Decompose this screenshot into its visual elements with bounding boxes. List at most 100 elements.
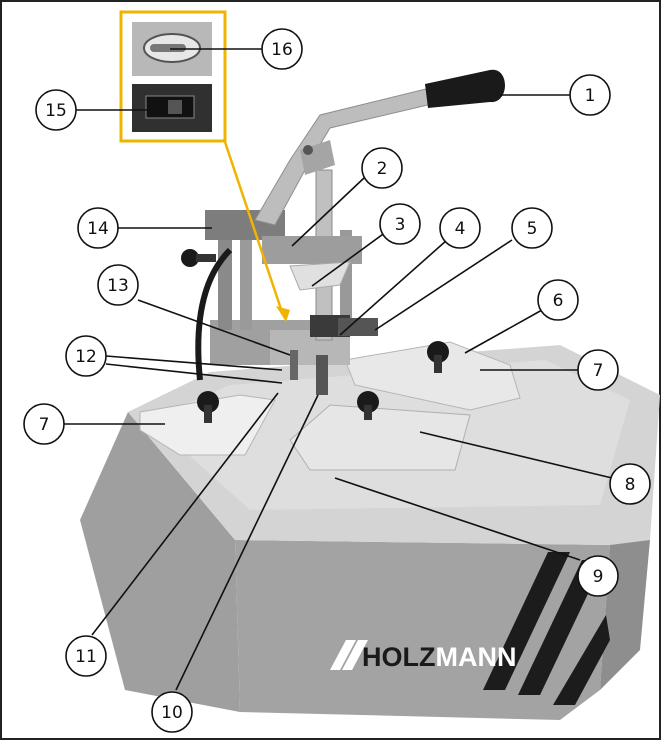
- leader-2: [291, 177, 365, 247]
- callout-label: 16: [271, 40, 293, 60]
- stripe: [553, 615, 610, 705]
- base-right-face: [560, 452, 650, 690]
- knob-shaft: [196, 254, 216, 262]
- leader-lines: [64, 48, 613, 691]
- callout-8: 8: [609, 463, 651, 505]
- callout-label: 4: [455, 219, 466, 239]
- press-head: [181, 169, 378, 395]
- callout-label: 13: [107, 276, 129, 296]
- adjust-knob-icon: [181, 249, 199, 267]
- callout-12: 12: [65, 335, 107, 377]
- callout-15: 15: [35, 89, 77, 131]
- callout-16: 16: [261, 28, 303, 70]
- left-guide: [290, 350, 298, 380]
- callout-label: 5: [527, 219, 538, 239]
- callout-13: 13: [97, 264, 139, 306]
- leader-11: [91, 392, 279, 636]
- right-fence: [344, 341, 521, 411]
- stripe: [483, 552, 570, 690]
- callout-circle: [77, 207, 119, 249]
- callout-10: 10: [151, 691, 193, 733]
- leader-3: [311, 231, 387, 287]
- brand-name: HOLZMANN: [362, 642, 517, 672]
- callout-circle: [537, 279, 579, 321]
- callout-circle: [23, 403, 65, 445]
- callout-3: 3: [379, 203, 421, 245]
- callout-circle: [65, 635, 107, 677]
- callout-label: 12: [75, 347, 97, 367]
- leader-9: [334, 477, 581, 561]
- lever-grip-icon: [425, 69, 505, 108]
- callout-9: 9: [577, 555, 619, 597]
- callout-label: 14: [87, 219, 109, 239]
- callout-circle: [65, 335, 107, 377]
- callout-2: 2: [361, 147, 403, 189]
- callout-11: 11: [65, 635, 107, 677]
- callout-circle: [361, 147, 403, 189]
- leader-4: [339, 239, 448, 336]
- base-left-face: [80, 412, 240, 712]
- knob-stem: [364, 405, 372, 420]
- callout-label: 6: [553, 291, 564, 311]
- ram-nut: [338, 318, 378, 336]
- callout-1: 1: [569, 74, 611, 116]
- lever-pivot: [303, 145, 313, 155]
- callout-circle: [151, 691, 193, 733]
- switch-slot: [150, 44, 186, 52]
- brand-name-light: MANN: [436, 642, 517, 672]
- clamp-knob-icon: [197, 391, 219, 413]
- callout-label: 3: [395, 215, 406, 235]
- inset-frame: [119, 10, 227, 143]
- logo-mark: [330, 640, 356, 670]
- callout-14: 14: [77, 207, 119, 249]
- callout-label: 8: [625, 475, 636, 495]
- left-column: [218, 230, 232, 330]
- callout-label: 1: [585, 86, 596, 106]
- callout-circle: [35, 89, 77, 131]
- knob-stem: [434, 355, 442, 373]
- inset-pointer-head: [276, 306, 290, 322]
- cutter: [316, 355, 328, 395]
- callout-circle: [97, 264, 139, 306]
- clamp-knob-icon: [357, 391, 379, 413]
- callout-label: 7: [593, 361, 604, 381]
- callout-label: 15: [45, 101, 67, 121]
- callout-circle: [569, 74, 611, 116]
- callout-label: 9: [593, 567, 604, 587]
- clamp-knob-icon: [427, 341, 449, 363]
- brand-logo: HOLZMANN: [330, 640, 517, 672]
- callouts: 1 2 3 4 5 6 7 7: [23, 28, 651, 733]
- left-column-2: [240, 240, 252, 330]
- callout-circle: [261, 28, 303, 70]
- callout-label: 7: [39, 415, 50, 435]
- callout-6: 6: [537, 279, 579, 321]
- fence-plate: [344, 341, 521, 411]
- callout-circle: [577, 349, 619, 391]
- knob-stem: [204, 405, 212, 423]
- top-crossbar: [262, 236, 362, 264]
- rocker-knob: [168, 100, 182, 114]
- leader-5: [374, 239, 513, 331]
- base-front-face: [235, 540, 610, 720]
- leader-12a: [105, 355, 283, 371]
- callout-label: 11: [75, 647, 97, 667]
- callout-label: 2: [377, 159, 388, 179]
- callout-4: 4: [439, 207, 481, 249]
- brand-name-dark: HOLZ: [362, 642, 436, 672]
- callout-7-right: 7: [577, 349, 619, 391]
- callout-circle: [609, 463, 651, 505]
- decor-stripes: [483, 552, 610, 705]
- callout-circle: [379, 203, 421, 245]
- leader-12b: [105, 363, 283, 384]
- leader-6: [464, 309, 543, 354]
- callout-circle: [577, 555, 619, 597]
- leader-10: [175, 394, 319, 691]
- callout-circle: [511, 207, 553, 249]
- callout-5: 5: [511, 207, 553, 249]
- leader-8: [419, 431, 613, 479]
- callout-label: 10: [161, 703, 183, 723]
- callout-circle: [439, 207, 481, 249]
- callout-7-left: 7: [23, 403, 65, 445]
